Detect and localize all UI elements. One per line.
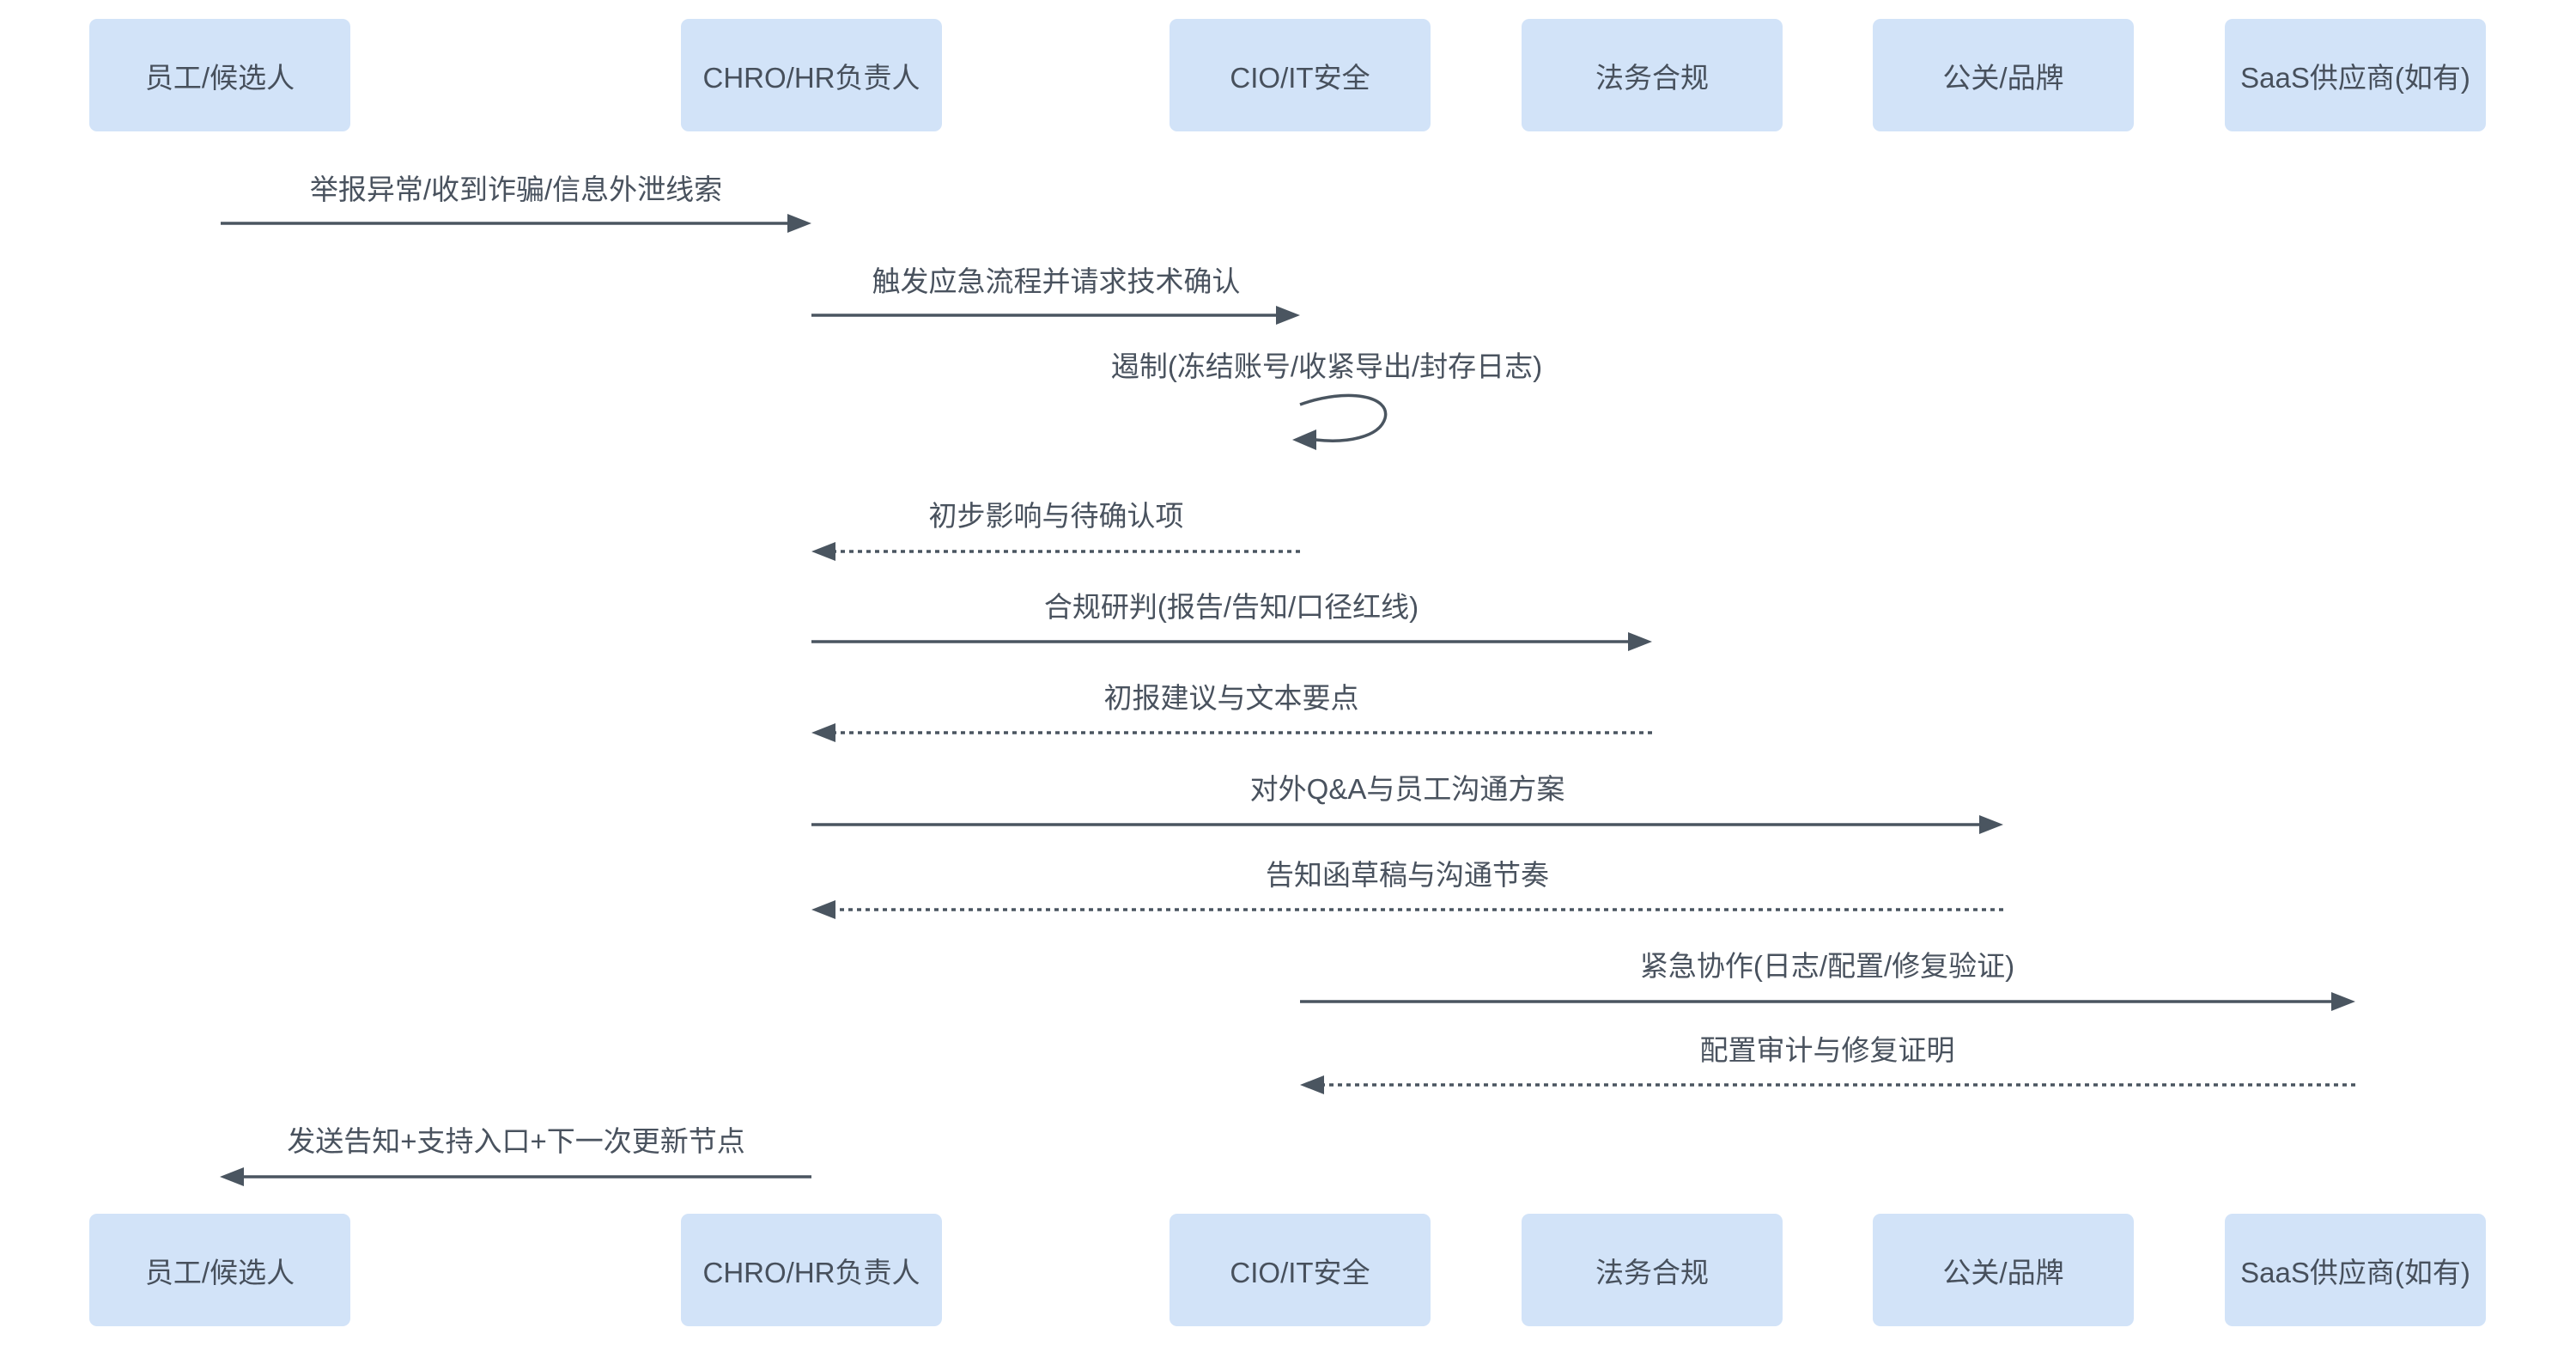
actor-bottom-pr: 公关/品牌 — [1873, 1214, 2134, 1326]
arrowhead-icon — [1979, 815, 2003, 834]
arrowhead-icon — [811, 900, 835, 919]
message-label-9: 紧急协作(日志/配置/修复验证) — [1639, 950, 2015, 982]
message-label-2: 触发应急流程并请求技术确认 — [872, 265, 1241, 297]
message-label-10: 配置审计与修复证明 — [1699, 1034, 1955, 1066]
message-arrow-4 — [811, 542, 1300, 561]
arrowhead-icon — [787, 214, 811, 233]
arrowhead-icon — [1300, 1075, 1324, 1094]
arrowhead-icon — [811, 723, 835, 742]
message-label-4: 初步影响与待确认项 — [928, 500, 1184, 532]
actor-bottom-employee: 员工/候选人 — [89, 1214, 350, 1326]
message-label-6: 初报建议与文本要点 — [1103, 682, 1359, 714]
message-label-5: 合规研判(报告/告知/口径红线) — [1043, 591, 1419, 623]
message-arrow-11 — [220, 1167, 811, 1186]
message-arrow-10 — [1300, 1075, 2355, 1094]
arrowhead-icon — [2331, 992, 2355, 1011]
actor-top-saas: SaaS供应商(如有) — [2225, 19, 2486, 131]
actor-top-legal: 法务合规 — [1522, 19, 1783, 131]
actor-top-chro: CHRO/HR负责人 — [681, 19, 942, 131]
actor-top-cio: CIO/IT安全 — [1170, 19, 1431, 131]
actor-top-pr: 公关/品牌 — [1873, 19, 2134, 131]
message-arrow-5 — [811, 632, 1652, 651]
arrowhead-icon — [1628, 632, 1652, 651]
message-arrow-1 — [221, 214, 811, 233]
message-label-7: 对外Q&A与员工沟通方案 — [1249, 773, 1565, 805]
message-arrow-7 — [811, 815, 2003, 834]
arrowhead-icon — [811, 542, 835, 561]
message-arrow-9 — [1300, 992, 2355, 1011]
actor-top-employee: 员工/候选人 — [89, 19, 350, 131]
message-label-3: 遏制(冻结账号/收紧导出/封存日志) — [1110, 350, 1543, 382]
actor-bottom-legal: 法务合规 — [1522, 1214, 1783, 1326]
message-arrow-2 — [811, 306, 1300, 325]
self-loop-arrow — [1292, 393, 1388, 450]
arrowhead-icon — [1292, 429, 1316, 450]
message-arrow-8 — [811, 900, 2003, 919]
message-label-11: 发送告知+支持入口+下一次更新节点 — [287, 1125, 745, 1157]
actor-bottom-chro: CHRO/HR负责人 — [681, 1214, 942, 1326]
message-label-8: 告知函草稿与沟通节奏 — [1266, 859, 1549, 891]
arrowhead-icon — [220, 1167, 244, 1186]
actor-bottom-cio: CIO/IT安全 — [1170, 1214, 1431, 1326]
arrowhead-icon — [1276, 306, 1300, 325]
actor-bottom-saas: SaaS供应商(如有) — [2225, 1214, 2486, 1326]
message-arrow-6 — [811, 723, 1652, 742]
message-label-1: 举报异常/收到诈骗/信息外泄线索 — [309, 174, 723, 205]
